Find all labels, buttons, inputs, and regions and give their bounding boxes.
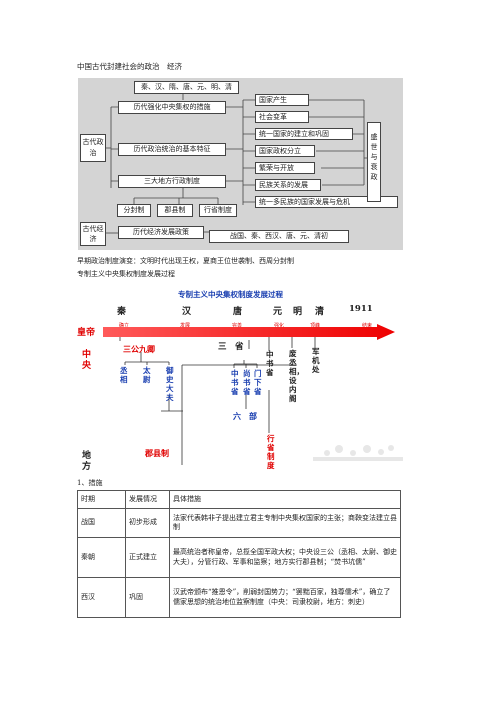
right-item: 国家产生 — [255, 94, 309, 106]
right-item: 统一多民族的国家发展与危机 — [255, 196, 398, 208]
sansheng-item: 中书省 — [231, 369, 239, 396]
stage-label: 强化 — [274, 323, 285, 329]
table-row: 秦朝 正式建立 最高统治者称皇帝，总揽全国军政大权；中央设三公（丞相、太尉、御史… — [77, 537, 401, 578]
section-heading: 1、措施 — [77, 479, 103, 487]
intro-line: 早期政治制度演变：文明时代出现王权，夏商王位世袭制、西周分封制 — [77, 257, 294, 265]
diagram-connectors — [106, 94, 367, 234]
stage-label: 顶峰 — [310, 323, 321, 329]
admin-box: 三大地方行政制度 — [118, 175, 226, 188]
table-header: 具体措施 — [169, 490, 401, 509]
right-item: 民族关系的发展 — [255, 179, 321, 191]
intro-line: 专制主义中央集权制度发展过程 — [77, 270, 175, 278]
page-title: 中国古代封建社会的政治 经济 — [77, 62, 182, 71]
dynasties-box: 秦、汉、隋、唐、元、明、清 — [134, 81, 239, 94]
sub-system-box: 分封制 — [117, 204, 151, 217]
junxian-label: 郡县制 — [145, 448, 169, 458]
dynasty-label: 1911 — [349, 304, 373, 314]
sub-system-box: 行省制度 — [199, 204, 237, 217]
table-cell: 西汉 — [77, 577, 126, 618]
zhongshu-label: 中书省 — [266, 350, 274, 377]
liubu-label: 六 部 — [233, 411, 257, 421]
stage-label: 发展 — [180, 323, 191, 329]
dynasty-label: 汉 — [182, 307, 192, 317]
right-item: 统一国家的建立和巩固 — [255, 128, 353, 140]
stage-label: 确立 — [119, 323, 130, 329]
sub-system-box: 郡县制 — [157, 204, 193, 217]
diagram-title: 专制主义中央集权制度发展过程 — [178, 290, 283, 299]
table-cell: 最高统治者称皇帝，总揽全国军政大权；中央设三公（丞相、太尉、御史大夫），分管行政… — [169, 537, 401, 578]
dynasty-label: 元 — [273, 307, 283, 317]
xingsheng-label: 行省制度 — [267, 434, 275, 470]
table-header: 发展情况 — [125, 490, 170, 509]
table-cell: 法家代表韩非子提出建立君主专制中央集权国家的主张；商鞅变法建立县制 — [169, 508, 401, 538]
dynasty-label: 唐 — [233, 307, 243, 317]
sangong-item: 太尉 — [143, 366, 151, 384]
economy-policy-box: 历代经济发展政策 — [118, 226, 204, 239]
dynasty-label: 秦 — [117, 307, 127, 317]
right-side-box: 盛世与衰政 — [367, 122, 381, 202]
features-box: 历代政治统治的基本特征 — [118, 143, 226, 156]
dynasty-label: 清 — [315, 307, 325, 317]
measures-table: 时期 发展情况 具体措施 战国 初步形成 法家代表韩非子提出建立君主专制中央集权… — [77, 490, 401, 618]
local-label: 地方 — [82, 451, 92, 472]
stage-label: 完善 — [232, 323, 243, 329]
dynasty-label: 明 — [293, 307, 303, 317]
right-item: 国家政权分立 — [255, 145, 315, 157]
junji-label: 军机处 — [312, 347, 320, 374]
table-row: 西汉 巩固 汉武帝颁布“推恩令”，削弱封国势力；“罢黜百家，独尊儒术”，确立了儒… — [77, 577, 401, 618]
sangong-item: 御史大夫 — [166, 366, 174, 402]
diagram2-graphics — [103, 324, 403, 465]
table-cell: 汉武帝颁布“推恩令”，削弱封国势力；“罢黜百家，独尊儒术”，确立了儒家思想的统治… — [169, 577, 401, 618]
emperor-label: 皇帝 — [77, 328, 96, 338]
left-economy-box: 古代经济 — [80, 222, 106, 246]
sansheng-item: 门下省 — [254, 369, 262, 396]
sangong-label: 三公九卿 — [123, 344, 155, 354]
measures-box: 历代强化中央集权的措施 — [118, 101, 226, 114]
table-cell: 秦朝 — [77, 537, 126, 578]
table-cell: 初步形成 — [125, 508, 170, 538]
central-label: 中央 — [82, 350, 92, 371]
table-cell: 正式建立 — [125, 537, 170, 578]
table-cell: 战国 — [77, 508, 126, 538]
stage-label: 结束 — [362, 323, 373, 329]
fei-label: 废丞相，设内阁 — [289, 349, 304, 403]
right-item: 繁荣与开放 — [255, 162, 315, 174]
sansheng-item: 尚书省 — [243, 369, 251, 396]
table-row: 战国 初步形成 法家代表韩非子提出建立君主专制中央集权国家的主张；商鞅变法建立县… — [77, 508, 401, 538]
table-cell: 巩固 — [125, 577, 170, 618]
sangong-item: 丞相 — [120, 366, 128, 384]
right-item: 社会变革 — [255, 111, 309, 123]
sansheng-label: 三 省 — [218, 342, 244, 352]
economy-dynasties-box: 战国、秦、西汉、唐、元、清初 — [209, 230, 349, 243]
left-politics-box: 古代政治 — [80, 134, 106, 162]
table-header: 时期 — [77, 490, 126, 509]
